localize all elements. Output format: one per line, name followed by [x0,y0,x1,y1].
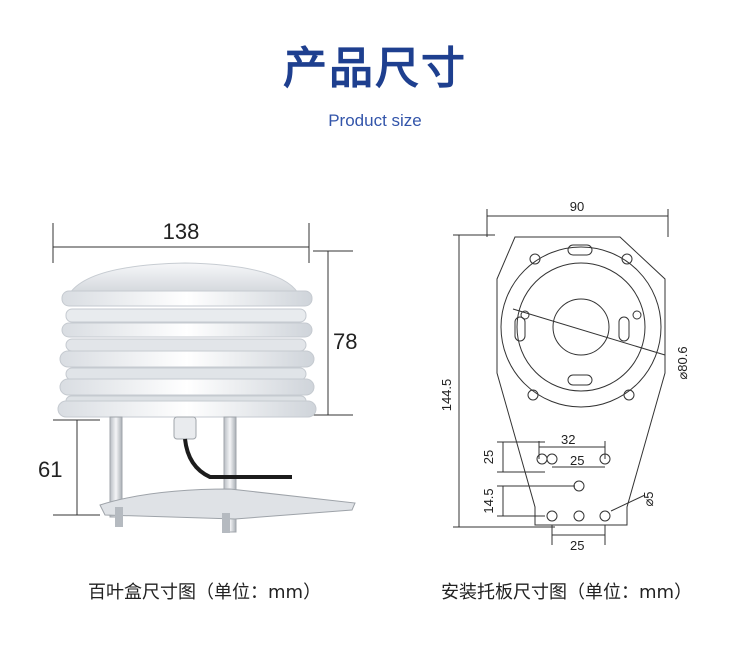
louver-plates [57,290,317,418]
page-title: 产品尺寸 [283,43,467,94]
plate-outline [496,236,666,526]
mounting-plate-diagram: 90 144.5 ⌀80.6 32 25 25 14.5 ⌀5 25 [439,199,690,553]
plate-circle [500,246,662,408]
dim-height-top-line [313,250,353,416]
cable-gland [173,416,197,440]
page-subtitle: Product size [328,111,422,130]
dim-height-bottom-label: 61 [38,457,62,482]
dim-25-bottom-label: 25 [570,538,584,553]
right-caption: 安装托板尺寸图（单位：mm） [441,582,693,603]
dim-height-top-label: 78 [333,329,357,354]
dim-25-b-label: 25 [570,453,584,468]
dim-32-label: 32 [561,432,575,447]
dim-total-height-label: 144.5 [439,379,454,412]
cable [183,438,292,479]
dim-25-a-label: 25 [481,450,496,464]
louver-top-dome [69,262,299,294]
dim-width-label: 138 [163,219,200,244]
dim-14-5-label: 14.5 [481,488,496,513]
dim-width-line [52,223,310,263]
dim-hole-label: ⌀5 [641,491,656,506]
left-caption: 百叶盒尺寸图（单位：mm） [88,582,322,603]
louver-box-diagram: 138 78 61 [38,219,357,533]
dim-height-bottom-line [53,419,100,516]
dim-circle-label: ⌀80.6 [675,346,690,379]
dim-top-width-label: 90 [570,199,584,214]
mounting-plate-side [99,488,356,520]
